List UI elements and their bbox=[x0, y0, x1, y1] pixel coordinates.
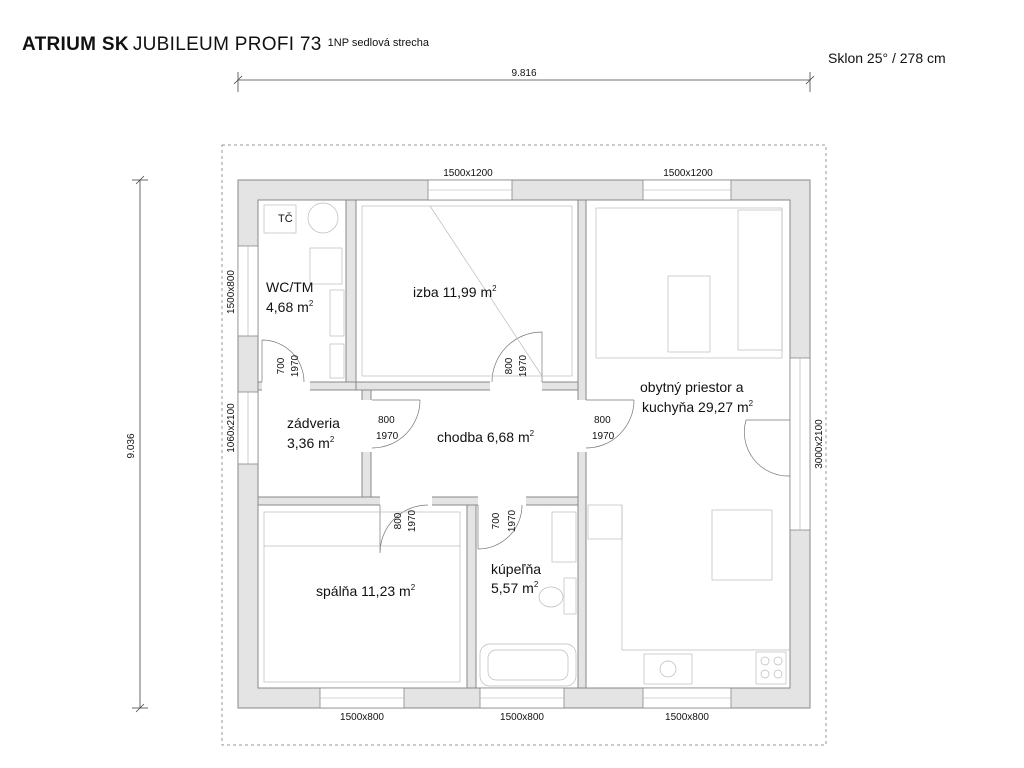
door-wc-width: 700 bbox=[276, 357, 287, 374]
chodba-room-label: chodba 6,68 m2 bbox=[437, 429, 535, 445]
door-chodba-left-width: 800 bbox=[378, 415, 395, 426]
plan-subtitle: 1NP sedlová strecha bbox=[327, 37, 429, 49]
zadveria-room-area: 3,36 m2 bbox=[287, 435, 335, 451]
kitchen-hob bbox=[755, 651, 787, 685]
window-glazing-lines bbox=[247, 189, 801, 699]
door-chodba-right-height: 1970 bbox=[592, 431, 615, 442]
wc-room-name: WC/TM bbox=[266, 279, 313, 295]
door-spalna-width: 800 bbox=[393, 512, 404, 529]
door-kupelna-width: 700 bbox=[491, 512, 502, 529]
dining-table bbox=[711, 509, 773, 581]
window-label-bottom-mid: 1500x800 bbox=[500, 712, 544, 723]
door-izba-height: 1970 bbox=[518, 354, 529, 377]
living-table bbox=[667, 275, 711, 353]
roof-outline bbox=[221, 144, 827, 746]
window-label-bottom-right: 1500x800 bbox=[665, 712, 709, 723]
boiler-tank bbox=[307, 202, 339, 234]
heat-pump-label: TČ bbox=[278, 212, 293, 225]
wc-basin bbox=[329, 343, 345, 379]
kupelna-room-area: 5,57 m2 bbox=[491, 580, 539, 596]
brand-name: ATRIUM SK bbox=[22, 34, 129, 55]
spalna-bed bbox=[263, 511, 461, 683]
bathtub bbox=[479, 643, 577, 687]
model-name: JUBILEUM PROFI 73 bbox=[132, 34, 322, 55]
bath-toilet bbox=[563, 577, 577, 615]
door-label-entrance: 1060x2100 bbox=[226, 403, 237, 453]
kitchen-counter bbox=[621, 505, 790, 651]
living-room-label-line1: obytný priestor a bbox=[640, 379, 744, 395]
width-dimension bbox=[233, 72, 815, 92]
wc-cabinet bbox=[309, 247, 343, 285]
kupelna-room-name: kúpeľňa bbox=[491, 561, 541, 577]
bath-washbasin bbox=[551, 511, 577, 563]
izba-room-label: izba 11,99 m2 bbox=[413, 284, 497, 300]
exterior-walls bbox=[237, 179, 811, 709]
door-openings bbox=[262, 381, 587, 506]
window-label-left-wc: 1500x800 bbox=[226, 270, 237, 314]
spalna-room-label: spálňa 11,23 m2 bbox=[316, 583, 416, 599]
window-label-top-left: 1500x1200 bbox=[443, 168, 493, 179]
izba-bed bbox=[361, 205, 573, 377]
door-label-terrace: 3000x2100 bbox=[814, 419, 825, 469]
door-kupelna-height: 1970 bbox=[507, 509, 518, 532]
zadveria-room-name: zádveria bbox=[287, 415, 340, 431]
depth-dimension bbox=[132, 175, 148, 713]
door-swings bbox=[261, 331, 791, 554]
width-value: 9.816 bbox=[511, 68, 536, 79]
living-room-label-line2: kuchyňa 29,27 m2 bbox=[642, 399, 754, 415]
roof-pitch: Sklon 25° / 278 cm bbox=[828, 50, 946, 66]
furniture-lines bbox=[263, 202, 790, 687]
wc-toilet bbox=[329, 289, 345, 337]
wc-room-area: 4,68 m2 bbox=[266, 299, 314, 315]
window-label-bottom-left: 1500x800 bbox=[340, 712, 384, 723]
fridge bbox=[587, 504, 623, 540]
heat-pump-box bbox=[263, 204, 297, 234]
living-sofa bbox=[595, 207, 783, 359]
door-spalna-height: 1970 bbox=[407, 509, 418, 532]
window-label-top-right: 1500x1200 bbox=[663, 168, 713, 179]
door-izba-width: 800 bbox=[504, 357, 515, 374]
door-chodba-left-height: 1970 bbox=[376, 431, 399, 442]
door-chodba-right-width: 800 bbox=[594, 415, 611, 426]
kitchen-sink bbox=[643, 653, 693, 685]
living-sideboard bbox=[737, 209, 783, 351]
depth-value: 9.036 bbox=[126, 433, 137, 458]
door-wc-height: 1970 bbox=[290, 354, 301, 377]
